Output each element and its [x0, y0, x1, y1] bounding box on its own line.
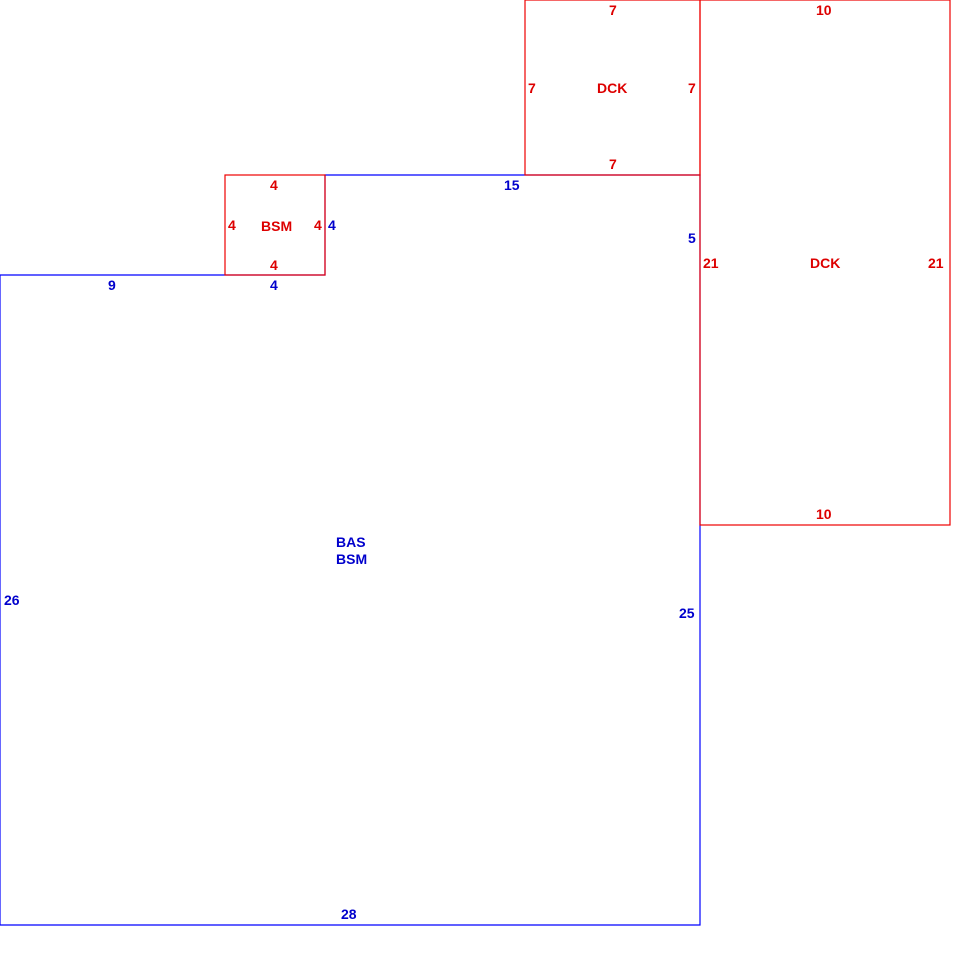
dck-small-dim-left: 7	[528, 80, 536, 96]
main-dim-right-upper: 5	[688, 230, 696, 246]
dck-large-outline	[699, 0, 951, 526]
dck-large-dim-right: 21	[928, 255, 944, 271]
main-area-label-2: BSM	[336, 551, 367, 567]
main-dim-step-right: 4	[328, 217, 336, 233]
main-area-outline	[0, 174, 701, 926]
dck-small-label: DCK	[597, 80, 627, 96]
dck-large-dim-top: 10	[816, 2, 832, 18]
dck-large-dim-bottom: 10	[816, 506, 832, 522]
main-dim-right-lower: 25	[679, 605, 695, 621]
main-dim-step-bottom: 4	[270, 277, 278, 293]
bsm-dim-bottom: 4	[270, 257, 278, 273]
bsm-area-outline	[224, 174, 326, 276]
bsm-dim-top: 4	[270, 177, 278, 193]
dck-large-dim-left: 21	[703, 255, 719, 271]
dck-small-dim-top: 7	[609, 2, 617, 18]
bsm-dim-right: 4	[314, 217, 322, 233]
main-dim-top-left: 9	[108, 277, 116, 293]
bsm-dim-left: 4	[228, 217, 236, 233]
main-area-label-1: BAS	[336, 534, 366, 550]
main-dim-left: 26	[4, 592, 20, 608]
main-dim-top: 15	[504, 177, 520, 193]
bsm-area-label: BSM	[261, 218, 292, 234]
main-dim-bottom: 28	[341, 906, 357, 922]
dck-small-dim-right: 7	[688, 80, 696, 96]
dck-small-dim-bottom: 7	[609, 156, 617, 172]
dck-large-label: DCK	[810, 255, 840, 271]
